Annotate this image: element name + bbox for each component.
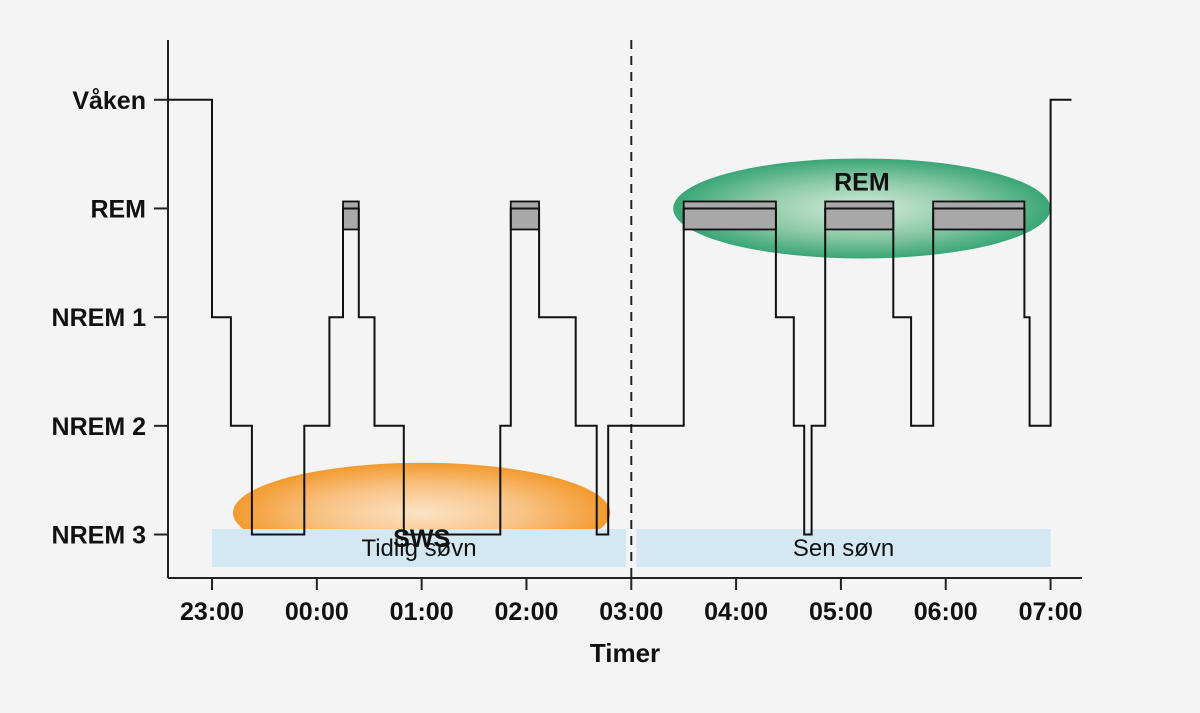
y-tick-label-1: NREM 2 (52, 413, 146, 441)
rem-block-1 (509, 200, 540, 231)
x-axis-title: Timer (590, 638, 660, 668)
x-tick-label-1: 00:00 (285, 598, 349, 626)
y-tick-label-2: NREM 1 (52, 304, 147, 332)
region-bar-1 (636, 529, 1051, 567)
x-tick-label-5: 04:00 (704, 598, 768, 626)
y-tick-label-4: Våken (72, 87, 146, 115)
rem-block-4 (932, 200, 1026, 231)
label-layer: Timer SWS REM Tidlig søvn Sen søvn NREM 3 NRE… (52, 87, 1083, 668)
x-tick-label-4: 03:00 (599, 598, 663, 626)
x-tick-label-3: 02:00 (494, 598, 558, 626)
x-tick-label-7: 06:00 (914, 598, 978, 626)
x-tick-label-8: 07:00 (1019, 598, 1083, 626)
region-layer (212, 529, 1051, 567)
highlight-label-rem: REM (834, 168, 890, 196)
region-label-0: Tidlig søvn (361, 535, 476, 562)
x-tick-label-2: 01:00 (390, 598, 454, 626)
highlight-label-sws: SWS (393, 525, 450, 553)
rem-block-2 (682, 200, 777, 231)
y-tick-label-3: REM (90, 195, 146, 223)
axes-layer (154, 40, 1082, 590)
rem-block-3 (824, 200, 895, 231)
rem-block-0 (342, 200, 360, 231)
x-tick-label-6: 05:00 (809, 598, 873, 626)
x-tick-label-0: 23:00 (180, 598, 244, 626)
hypnogram-line (168, 98, 1072, 536)
region-label-1: Sen søvn (793, 535, 894, 562)
series-layer (168, 98, 1072, 536)
y-tick-label-0: NREM 3 (52, 522, 146, 550)
